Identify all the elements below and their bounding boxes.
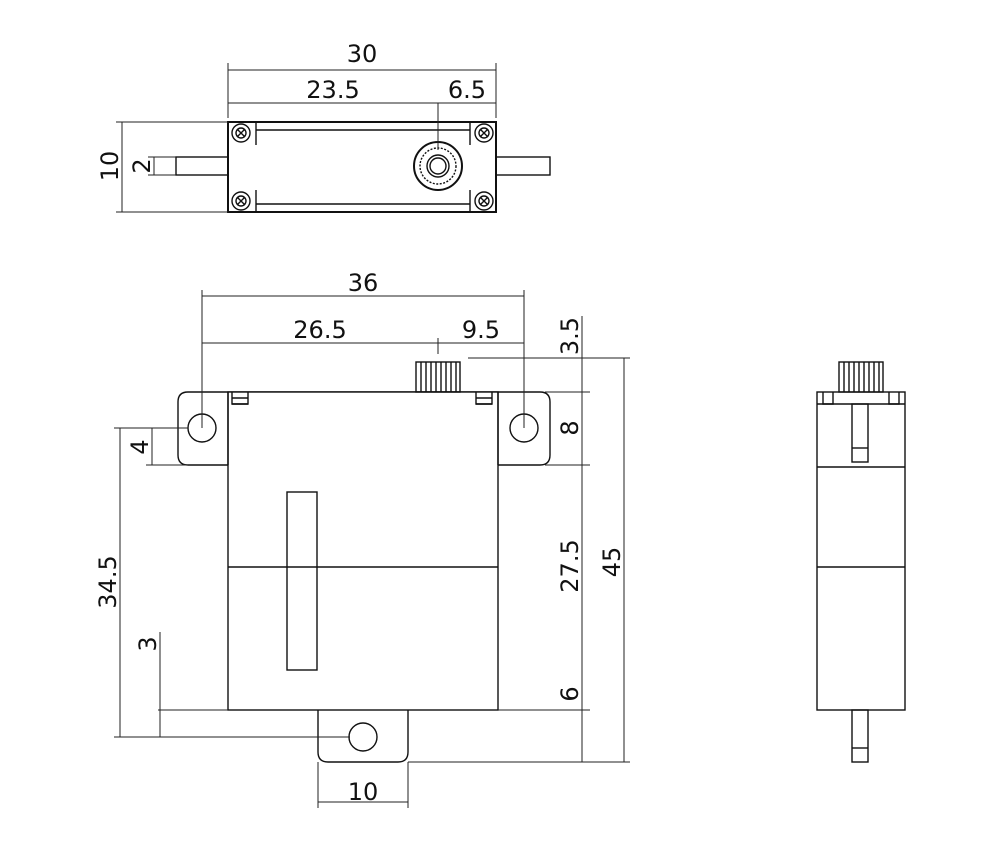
- dim-front-45: 45: [598, 547, 626, 578]
- dim-front-10: 10: [348, 778, 379, 806]
- front-view-slot: [286, 491, 318, 671]
- front-view-output-spline: [415, 361, 461, 393]
- top-view-right-tab: [495, 156, 551, 176]
- front-view-bottom-tab: [317, 710, 409, 763]
- top-view-body: [227, 121, 497, 213]
- top-view-inner-outline: [255, 122, 471, 212]
- dim-top-10: 10: [96, 151, 124, 182]
- front-view-bottom-hole: [348, 722, 378, 752]
- side-view-output-spline: [838, 361, 884, 393]
- dim-top-23-5: 23.5: [306, 76, 359, 104]
- top-view-screw-tr: [474, 123, 494, 143]
- dim-front-9-5: 9.5: [462, 316, 500, 344]
- dim-front-36: 36: [348, 269, 379, 297]
- side-view-inner-post: [851, 403, 869, 463]
- dim-top-2: 2: [128, 158, 156, 173]
- dim-front-3: 3: [134, 636, 162, 651]
- dim-front-27-5: 27.5: [556, 539, 584, 592]
- dim-top-30: 30: [347, 40, 378, 68]
- dim-front-6: 6: [556, 686, 584, 701]
- dim-front-34-5: 34.5: [94, 555, 122, 608]
- side-view-body: [816, 391, 906, 711]
- dim-top-6-5: 6.5: [448, 76, 486, 104]
- front-view-body: [227, 391, 499, 711]
- top-view-screw-bl: [231, 191, 251, 211]
- top-view-screw-tl: [231, 123, 251, 143]
- side-view: [816, 361, 906, 763]
- top-view-left-tab: [175, 156, 229, 176]
- dim-front-26-5: 26.5: [293, 316, 346, 344]
- dim-front-8: 8: [556, 420, 584, 435]
- top-view: 30 23.5 6.5 10 2: [96, 40, 551, 213]
- top-view-screw-br: [474, 191, 494, 211]
- front-view-flange: [177, 391, 551, 466]
- side-view-bottom-tab: [851, 709, 869, 763]
- front-view: 36 26.5 9.5 3.5 8 27.5 45 6 4 34.5 3 10: [94, 269, 630, 808]
- dim-front-3-5: 3.5: [556, 317, 584, 355]
- dim-front-4: 4: [126, 439, 154, 454]
